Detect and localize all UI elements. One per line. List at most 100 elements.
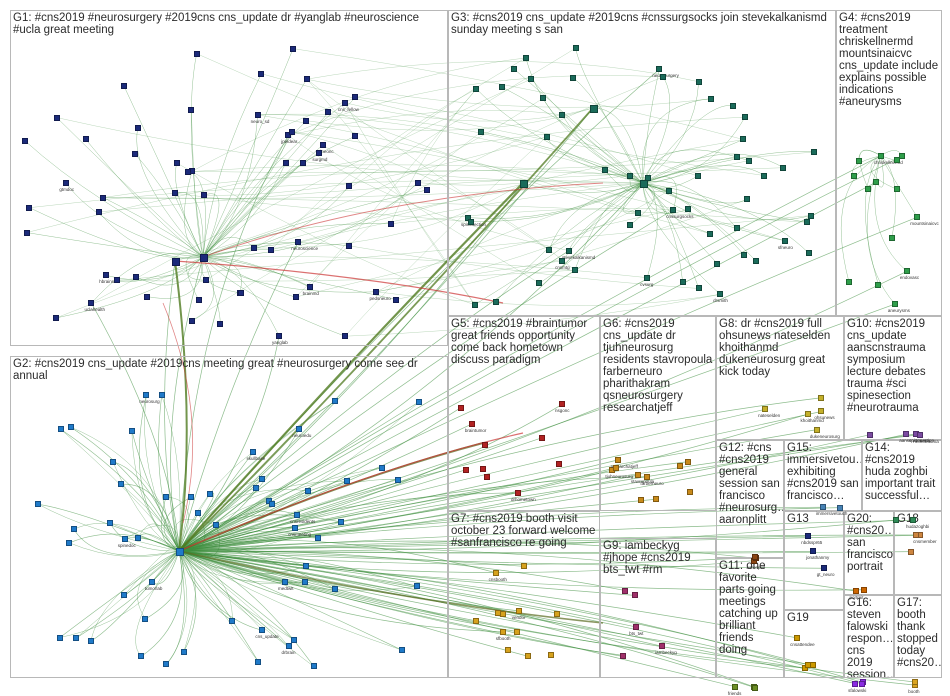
node-g1[interactable] xyxy=(299,159,306,166)
node-g2[interactable] xyxy=(135,534,142,541)
node-g1[interactable] xyxy=(292,294,299,301)
node-g2[interactable] xyxy=(302,563,309,570)
node-g7[interactable] xyxy=(494,609,501,616)
node-g3[interactable] xyxy=(780,164,787,171)
node-g6[interactable] xyxy=(634,471,641,478)
node-g1[interactable] xyxy=(133,273,140,280)
node-g4[interactable] xyxy=(891,301,898,308)
node-g1[interactable] xyxy=(254,111,261,118)
node-g3[interactable] xyxy=(679,279,686,286)
node-g2[interactable] xyxy=(107,520,114,526)
node-g4[interactable] xyxy=(893,186,900,193)
node-g3[interactable] xyxy=(511,66,518,73)
node-g10[interactable] xyxy=(903,431,910,438)
node-g20[interactable] xyxy=(853,588,860,595)
node-g1[interactable] xyxy=(295,239,302,246)
node-g14[interactable] xyxy=(892,516,899,523)
node-g3[interactable] xyxy=(743,196,750,203)
node-g3[interactable] xyxy=(656,66,663,73)
node-g17[interactable] xyxy=(911,679,918,686)
node-g1[interactable] xyxy=(113,277,120,284)
node-g2[interactable] xyxy=(416,398,423,405)
node-g2[interactable] xyxy=(398,646,405,653)
node-g3[interactable] xyxy=(753,258,760,265)
node-g20[interactable] xyxy=(860,586,867,593)
node-g3[interactable] xyxy=(473,85,480,92)
hub-node-g3[interactable] xyxy=(520,180,528,188)
node-g1[interactable] xyxy=(392,296,399,303)
node-g5[interactable] xyxy=(484,474,491,481)
node-g3[interactable] xyxy=(601,166,608,173)
node-g8[interactable] xyxy=(818,408,825,415)
node-g10[interactable] xyxy=(867,431,874,438)
node-g1[interactable] xyxy=(23,229,30,236)
node-g3[interactable] xyxy=(644,274,651,281)
node-g2[interactable] xyxy=(121,535,128,542)
node-g2[interactable] xyxy=(163,493,170,500)
node-g1[interactable] xyxy=(251,244,258,251)
node-g7[interactable] xyxy=(473,617,480,624)
node-g14[interactable] xyxy=(909,517,916,524)
node-g3[interactable] xyxy=(811,148,818,155)
node-g19[interactable] xyxy=(794,634,801,641)
node-g2[interactable] xyxy=(70,526,77,533)
node-g3[interactable] xyxy=(807,212,814,219)
node-g1[interactable] xyxy=(424,186,431,193)
node-g2[interactable] xyxy=(57,426,64,433)
node-g2[interactable] xyxy=(292,524,299,531)
node-g1[interactable] xyxy=(282,159,289,166)
node-g1[interactable] xyxy=(173,160,180,167)
node-g9[interactable] xyxy=(620,652,627,659)
node-g4[interactable] xyxy=(888,234,895,241)
node-g3[interactable] xyxy=(666,187,673,194)
node-g2[interactable] xyxy=(66,539,73,546)
node-g1[interactable] xyxy=(345,183,352,190)
node-g19[interactable] xyxy=(804,661,811,668)
node-g3[interactable] xyxy=(733,154,740,160)
node-g3[interactable] xyxy=(729,102,736,109)
node-g3[interactable] xyxy=(572,45,579,52)
node-g2[interactable] xyxy=(304,487,311,494)
node-g1[interactable] xyxy=(276,332,283,339)
node-g18[interactable] xyxy=(912,532,919,539)
node-g3[interactable] xyxy=(478,128,485,135)
node-g3[interactable] xyxy=(570,74,577,81)
node-g3[interactable] xyxy=(571,267,578,274)
node-g6[interactable] xyxy=(652,496,659,503)
node-g1[interactable] xyxy=(82,136,89,143)
node-g1[interactable] xyxy=(285,132,292,139)
node-g6[interactable] xyxy=(644,473,651,480)
node-g2[interactable] xyxy=(121,592,128,599)
node-g7[interactable] xyxy=(515,607,522,614)
node-g2[interactable] xyxy=(332,586,339,593)
node-g3[interactable] xyxy=(645,174,652,181)
node-g1[interactable] xyxy=(131,150,138,157)
node-g18[interactable] xyxy=(908,548,915,555)
node-g2[interactable] xyxy=(229,618,236,624)
node-g2[interactable] xyxy=(118,481,125,488)
node-g1[interactable] xyxy=(319,141,326,148)
hub-node-g1[interactable] xyxy=(200,254,208,262)
node-g5[interactable] xyxy=(556,461,563,468)
node-g2[interactable] xyxy=(158,392,165,399)
node-g3[interactable] xyxy=(707,95,714,102)
hub-node-g1[interactable] xyxy=(172,258,180,266)
node-g1[interactable] xyxy=(237,289,244,296)
node-g3[interactable] xyxy=(670,206,677,213)
node-g2[interactable] xyxy=(73,634,80,641)
node-g1[interactable] xyxy=(120,82,127,89)
node-g2[interactable] xyxy=(56,634,63,641)
node-g1[interactable] xyxy=(95,208,102,215)
node-g1[interactable] xyxy=(316,150,323,157)
node-g9[interactable] xyxy=(631,592,638,599)
node-g16[interactable] xyxy=(852,680,859,687)
node-g1[interactable] xyxy=(268,246,275,253)
node-g1[interactable] xyxy=(63,180,70,187)
node-g6[interactable] xyxy=(677,463,684,470)
node-g2[interactable] xyxy=(314,535,321,542)
node-g4[interactable] xyxy=(865,185,872,192)
node-g2[interactable] xyxy=(281,579,288,586)
node-g7[interactable] xyxy=(554,611,561,618)
node-g3[interactable] xyxy=(745,157,752,164)
node-g4[interactable] xyxy=(894,156,901,163)
